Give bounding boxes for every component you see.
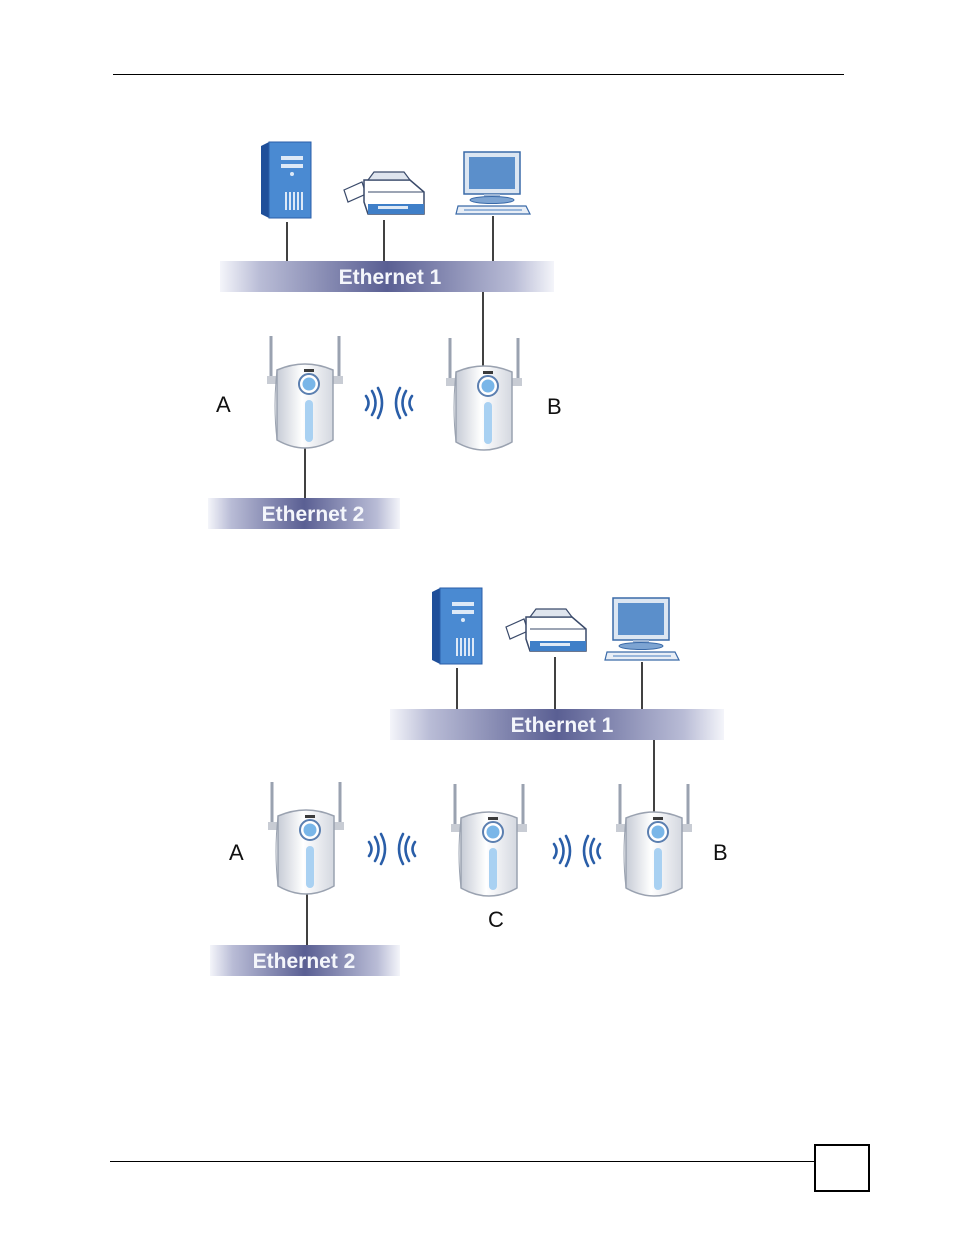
monitor-icon bbox=[456, 152, 530, 214]
server-icon bbox=[261, 142, 311, 218]
node-label-a: A bbox=[216, 392, 231, 417]
ethernet-1-label: Ethernet 1 bbox=[339, 266, 442, 289]
diagram-1: Ethernet 1 Ethernet 2 A B bbox=[208, 142, 562, 529]
ethernet-1-label: Ethernet 1 bbox=[511, 714, 614, 737]
access-point-icon bbox=[446, 338, 522, 450]
printer-icon bbox=[506, 609, 586, 651]
diagram-2: Ethernet 1 Ethernet 2 A B C bbox=[210, 588, 728, 976]
monitor-icon bbox=[605, 598, 679, 660]
wireless-signal-icon bbox=[369, 834, 415, 864]
access-point-icon bbox=[267, 336, 343, 448]
access-point-icon bbox=[268, 782, 344, 894]
node-label-b: B bbox=[547, 394, 562, 419]
ethernet-2-label: Ethernet 2 bbox=[262, 503, 365, 526]
cables-2 bbox=[307, 657, 654, 947]
node-label-a: A bbox=[229, 840, 244, 865]
access-point-icon bbox=[451, 784, 527, 896]
cables-1 bbox=[287, 216, 493, 500]
server-icon bbox=[432, 588, 482, 664]
node-label-c: C bbox=[488, 907, 504, 932]
wireless-signal-icon bbox=[366, 388, 412, 418]
node-label-b: B bbox=[713, 840, 728, 865]
printer-icon bbox=[344, 172, 424, 214]
wireless-signal-icon bbox=[554, 836, 600, 866]
ethernet-2-label: Ethernet 2 bbox=[253, 950, 356, 973]
